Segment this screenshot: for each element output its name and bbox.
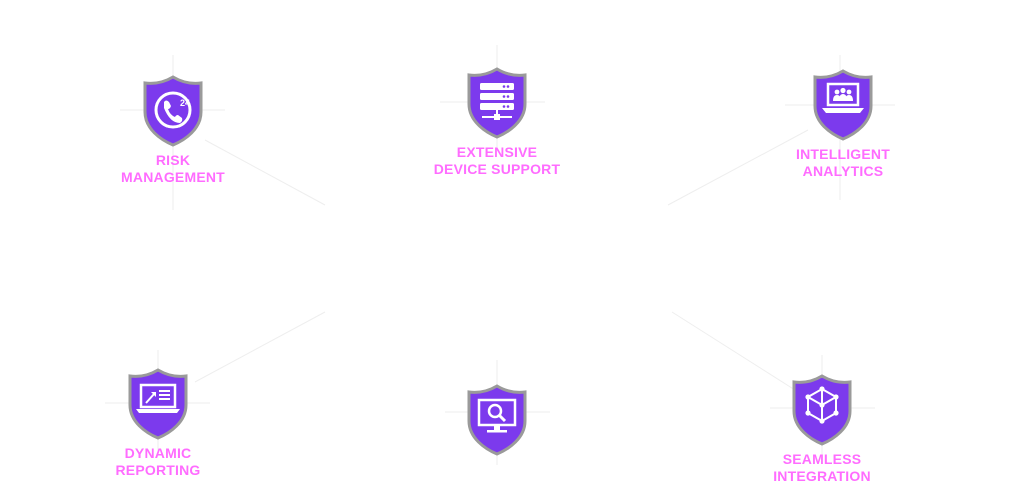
feature-label: RISK MANAGEMENT: [83, 152, 263, 186]
feature-seamless-integration: SEAMLESS INTEGRATION: [732, 373, 912, 485]
feature-label-line2: ANALYTICS: [802, 163, 884, 179]
feature-extensive-device-support: EXTENSIVE DEVICE SUPPORT: [407, 66, 587, 178]
feature-label-line2: REPORTING: [115, 462, 201, 478]
feature-label-line1: INTELLIGENT: [796, 146, 890, 162]
feature-label-line1: EXTENSIVE: [456, 144, 538, 160]
feature-label: INTELLIGENT ANALYTICS: [753, 146, 933, 180]
feature-label: SEAMLESS INTEGRATION: [732, 451, 912, 485]
feature-monitor-search: [407, 383, 587, 461]
feature-dynamic-reporting: DYNAMIC REPORTING: [68, 367, 248, 479]
feature-label-line1: RISK: [155, 152, 191, 168]
feature-label-line1: DYNAMIC: [124, 445, 192, 461]
server-stack-icon: [467, 67, 527, 139]
feature-label-line1: SEAMLESS: [782, 451, 862, 467]
feature-label: EXTENSIVE DEVICE SUPPORT: [407, 144, 587, 178]
monitor-search-icon: [467, 384, 527, 456]
feature-intelligent-analytics: INTELLIGENT ANALYTICS: [753, 68, 933, 180]
network-cube-icon: [792, 374, 852, 446]
laptop-report-icon: [128, 368, 188, 440]
feature-label: DYNAMIC REPORTING: [68, 445, 248, 479]
laptop-users-icon: [813, 69, 873, 141]
phone-24-icon: 24: [143, 75, 203, 147]
feature-label-line2: DEVICE SUPPORT: [433, 161, 561, 177]
feature-label-line2: MANAGEMENT: [121, 169, 225, 185]
svg-text:24: 24: [180, 98, 190, 108]
feature-label-line2: INTEGRATION: [773, 468, 871, 484]
feature-risk-management: 24 RISK MANAGEMENT: [83, 74, 263, 186]
